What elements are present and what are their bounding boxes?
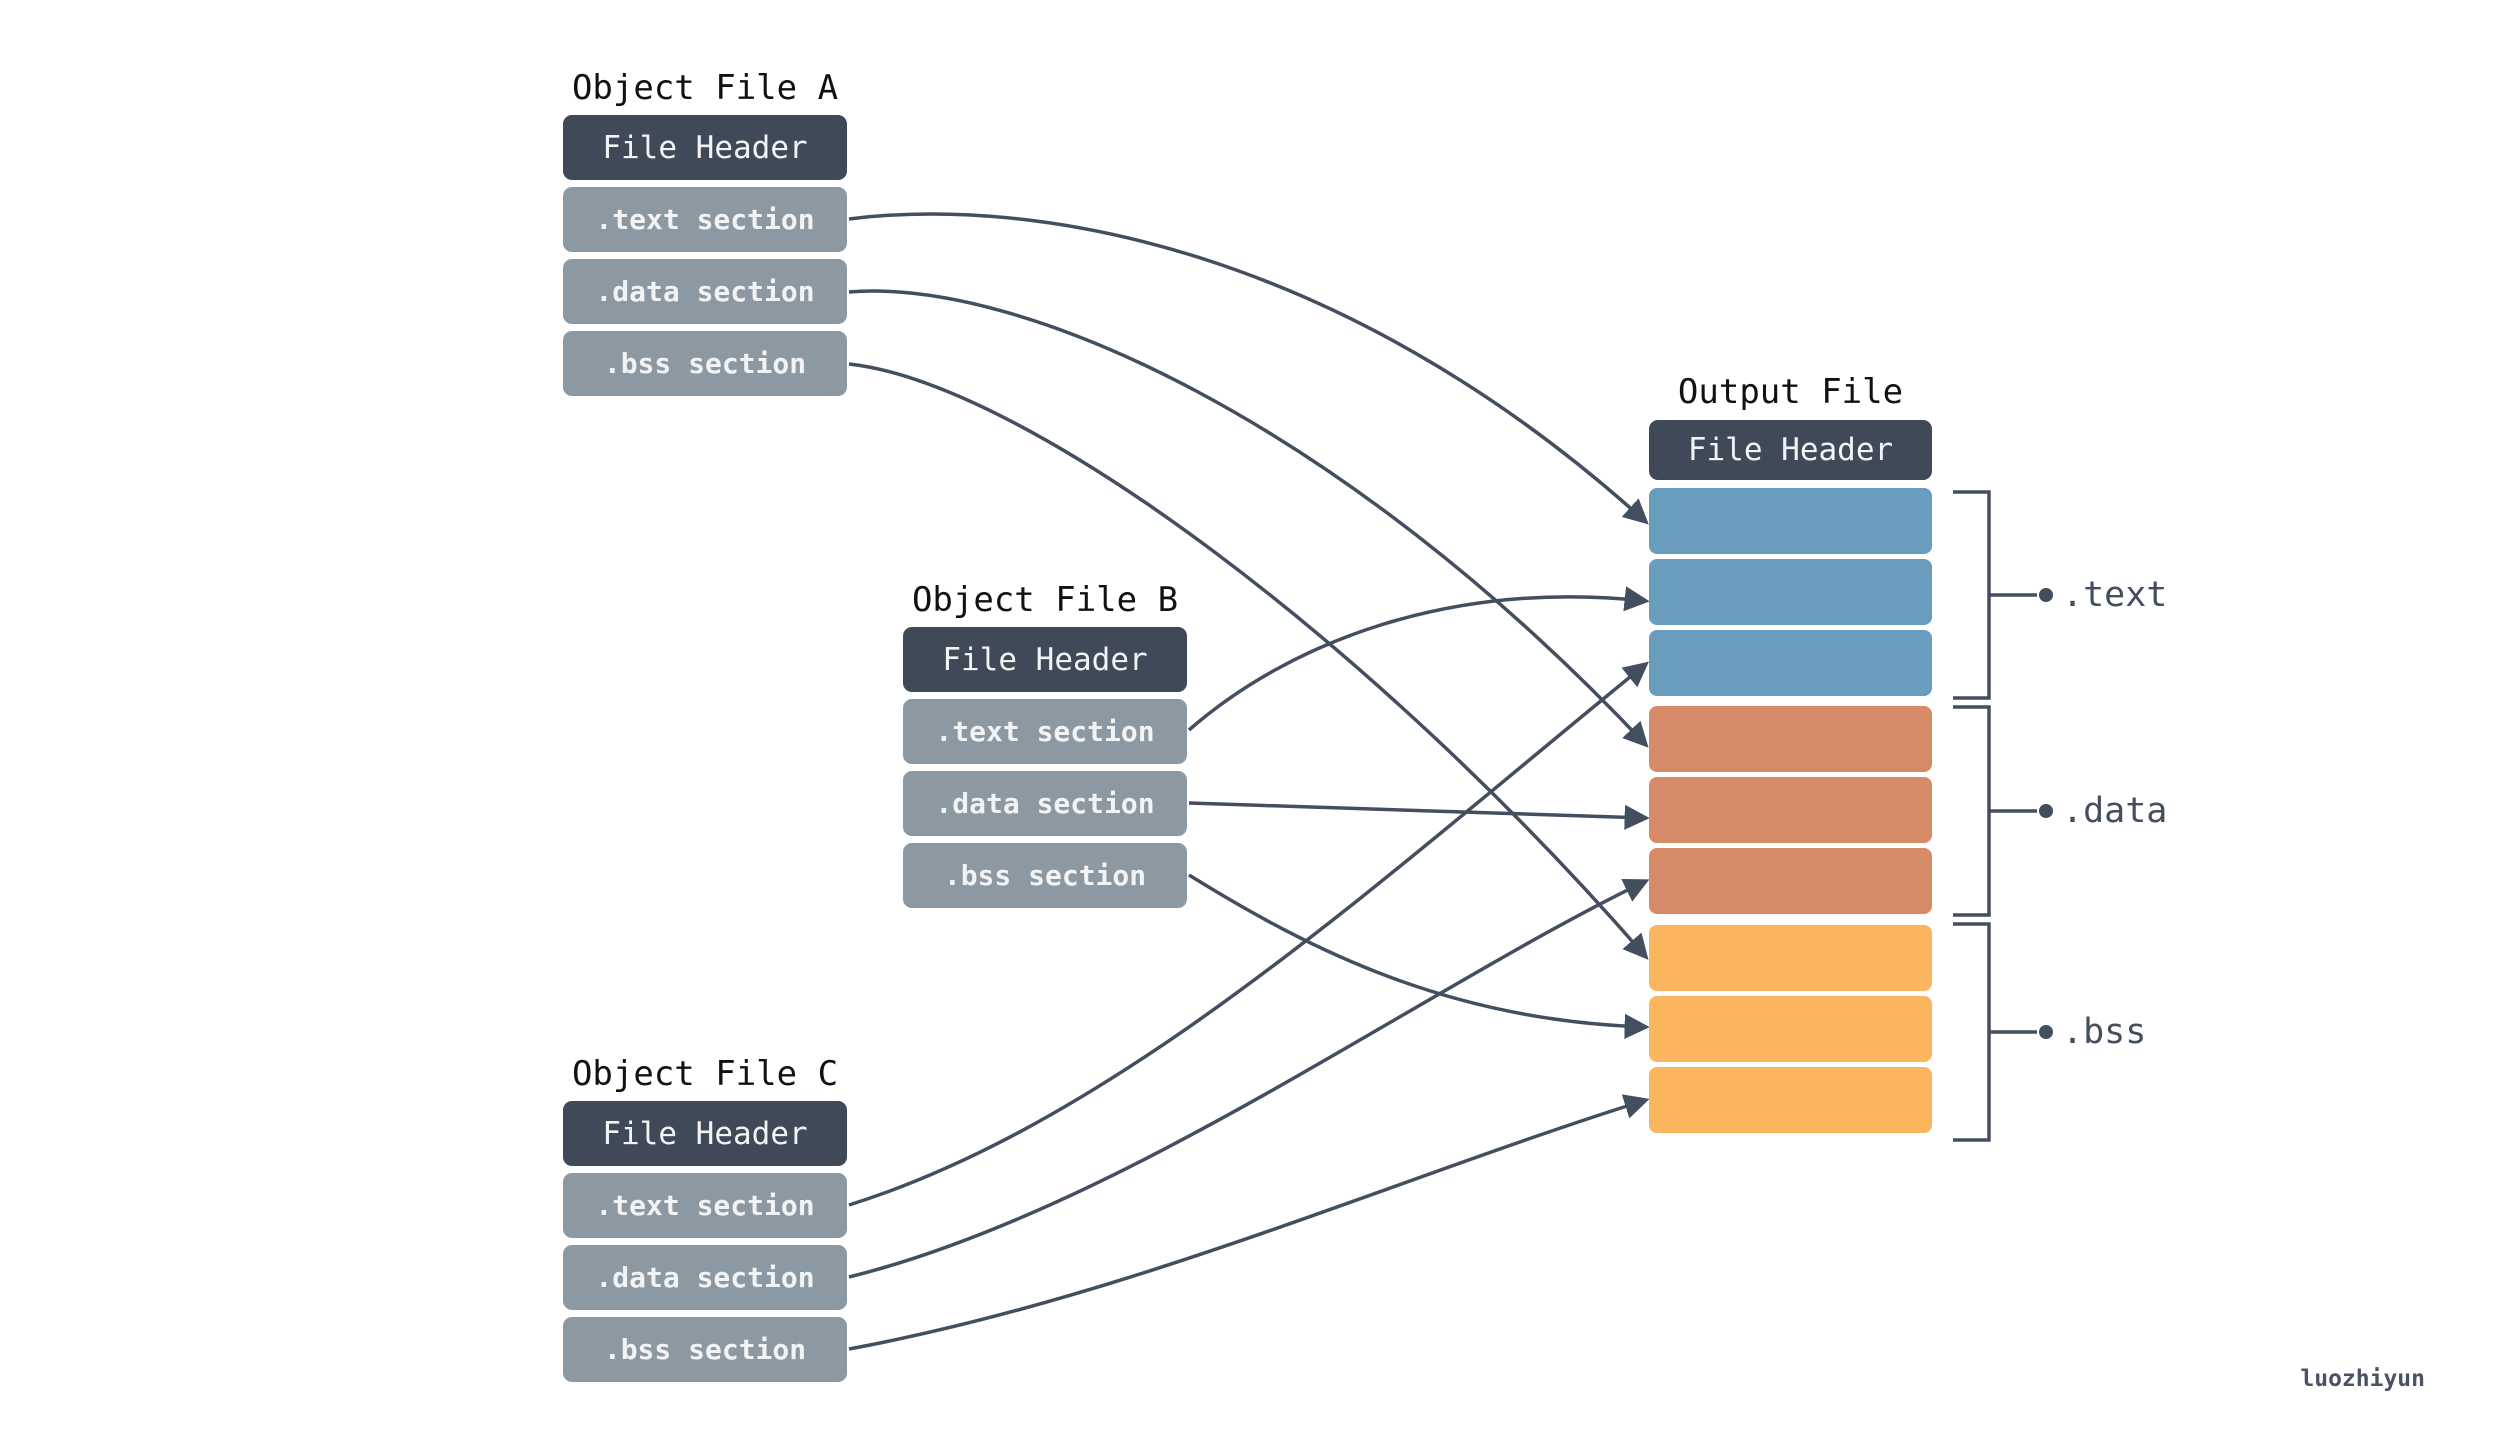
- object-file-c-text-section-box: .text section: [563, 1173, 847, 1238]
- output-file: Output File File Header: [1649, 0, 1932, 1437]
- arrow-b-bss: [1188, 873, 1650, 1039]
- object-file-c-file-header-box: File Header: [563, 1101, 847, 1166]
- object-file-b-bss-section-box: .bss section: [903, 843, 1187, 908]
- object-file-b-file-header-box: File Header: [903, 627, 1187, 692]
- output-file-header-box: File Header: [1649, 420, 1932, 480]
- output-slot-bss-2: [1649, 996, 1932, 1062]
- object-file-a-data-section-box: .data section: [563, 259, 847, 324]
- output-slot-text-1: [1649, 488, 1932, 554]
- segment-label-text: .text: [2062, 575, 2168, 615]
- output-slot-bss-3: [1649, 1067, 1932, 1133]
- object-file-c: Object File C File Header .text section …: [563, 0, 847, 1437]
- bracket-text: [1953, 490, 1991, 700]
- object-file-b-text-section-box: .text section: [903, 699, 1187, 764]
- segment-label-bss: .bss: [2062, 1012, 2147, 1052]
- output-slot-data-3: [1649, 848, 1932, 914]
- output-slot-data-2: [1649, 777, 1932, 843]
- bracket-data: [1953, 705, 1991, 917]
- arrow-b-text: [1187, 586, 1650, 732]
- watermark: luozhiyun: [2300, 1366, 2425, 1392]
- object-file-a-text-section-box: .text section: [563, 187, 847, 252]
- bracket-dot-bss: [2039, 1025, 2053, 1039]
- object-file-a: Object File A File Header .text section …: [563, 0, 847, 1437]
- output-file-title: Output File: [1677, 372, 1904, 412]
- object-file-b: Object File B File Header .text section …: [903, 0, 1187, 1437]
- arrow-b-data: [1188, 801, 1650, 830]
- object-file-c-bss-section-box: .bss section: [563, 1317, 847, 1382]
- bracket-dot-text: [2039, 588, 2053, 602]
- object-file-c-title: Object File C: [571, 1054, 839, 1094]
- object-file-a-title: Object File A: [571, 68, 839, 108]
- object-file-a-bss-section-box: .bss section: [563, 331, 847, 396]
- object-file-c-data-section-box: .data section: [563, 1245, 847, 1310]
- segment-label-data: .data: [2062, 791, 2168, 831]
- object-file-b-data-section-box: .data section: [903, 771, 1187, 836]
- output-slot-text-2: [1649, 559, 1932, 625]
- bracket-dot-data: [2039, 804, 2053, 818]
- output-slot-text-3: [1649, 630, 1932, 696]
- object-file-b-title: Object File B: [911, 580, 1179, 620]
- object-file-a-file-header-box: File Header: [563, 115, 847, 180]
- output-slot-bss-1: [1649, 925, 1932, 991]
- output-slot-data-1: [1649, 706, 1932, 772]
- bracket-bss: [1953, 922, 1991, 1142]
